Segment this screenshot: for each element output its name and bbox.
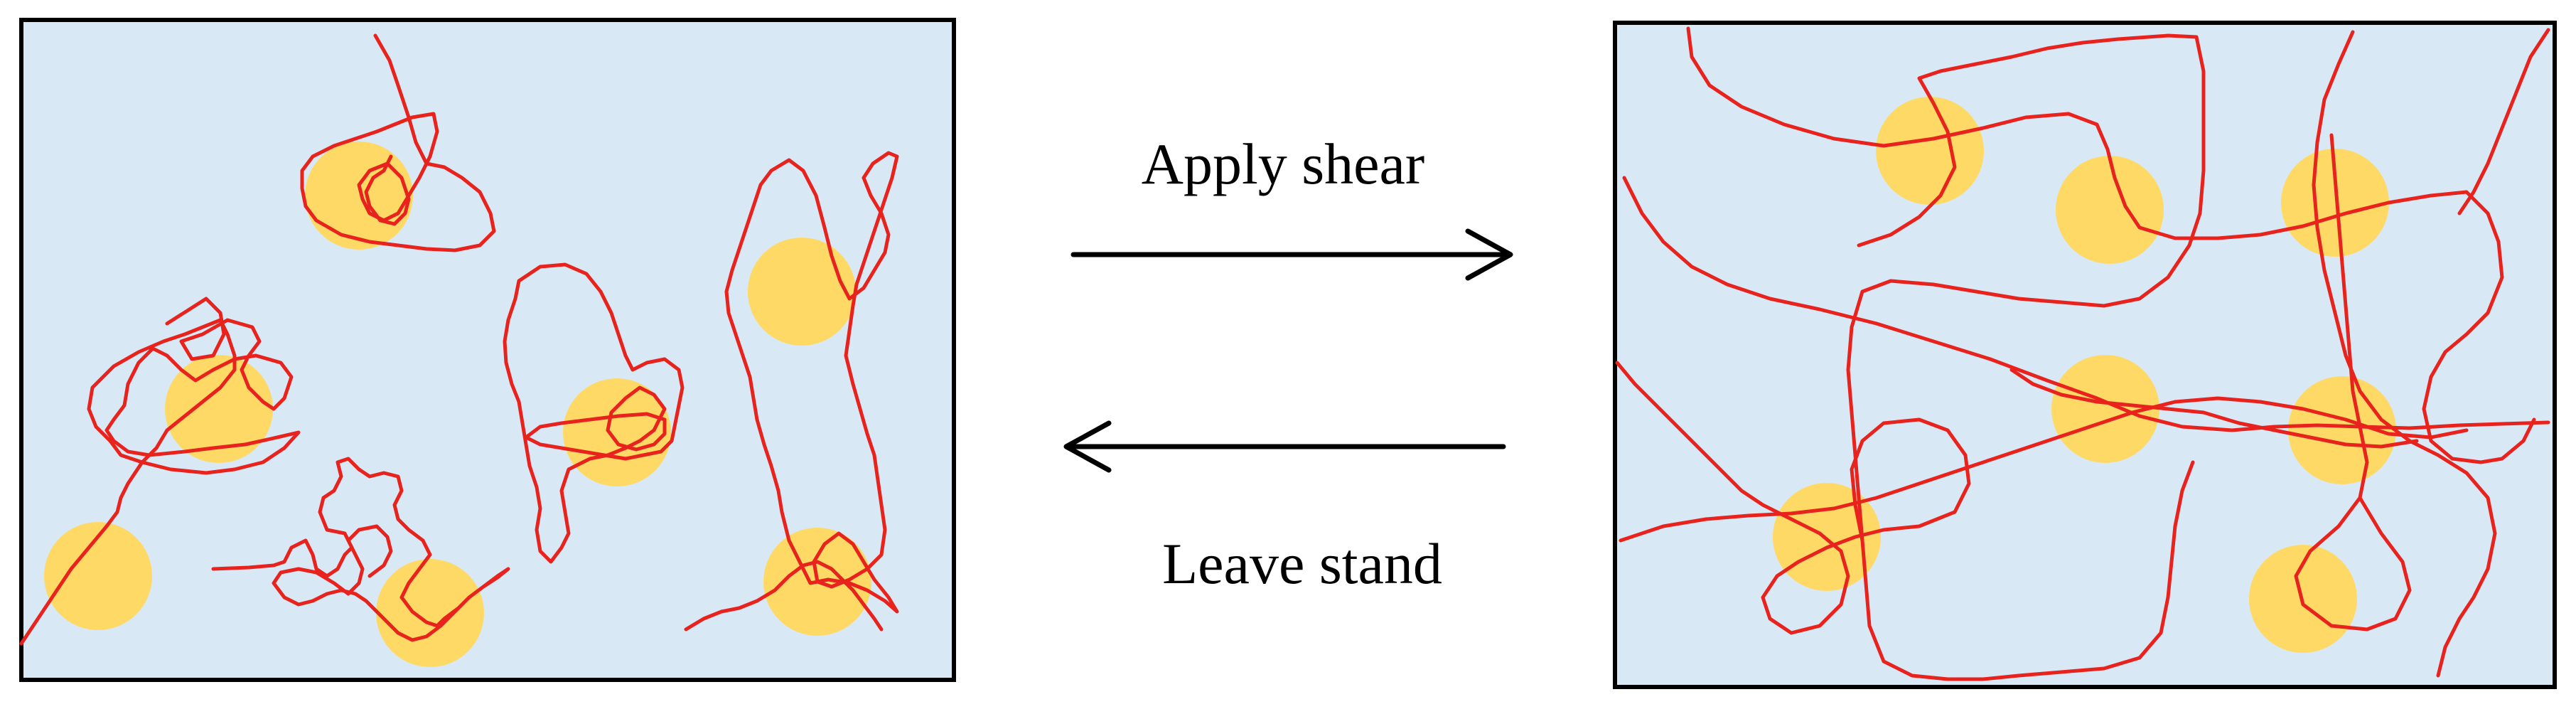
sheared-panel-frame: [1613, 21, 2557, 689]
particle: [44, 522, 152, 630]
transition-annotations: Apply shear Leave stand: [1063, 132, 1513, 596]
particle: [1876, 97, 1984, 205]
leave-stand-label: Leave stand: [1162, 531, 1442, 596]
particle: [2051, 355, 2159, 463]
extended-chain: [1615, 361, 1971, 635]
coiled-chain: [211, 457, 510, 642]
particle: [305, 142, 413, 250]
extended-chain: [2009, 368, 2419, 449]
coiled-chain: [724, 151, 899, 614]
rest-chains: [19, 33, 899, 646]
apply-shear-label: Apply shear: [1142, 132, 1425, 196]
particle: [1773, 483, 1881, 591]
coiled-chain: [19, 297, 301, 646]
rest-state-panel: [19, 18, 956, 682]
extended-chain: [1686, 26, 2536, 464]
particle: [376, 559, 484, 667]
sheared-chains: [1615, 26, 2550, 681]
particle: [2056, 156, 2164, 264]
extended-chain: [1622, 176, 2550, 432]
sheared-particles: [1773, 97, 2396, 653]
extended-chain: [2294, 133, 2412, 632]
sheared-state-panel: [1613, 21, 2557, 689]
particle: [748, 238, 856, 346]
extended-chain: [1619, 396, 2469, 543]
extended-chain: [1846, 33, 2206, 681]
extended-chain: [2312, 30, 2497, 678]
forward-arrow: [1070, 228, 1513, 281]
reverse-arrow: [1063, 420, 1506, 473]
coiled-chain: [684, 560, 884, 632]
particle: [2281, 149, 2389, 257]
coiled-chain: [300, 33, 496, 252]
extended-chain: [2457, 28, 2550, 215]
coiled-chain: [503, 262, 685, 564]
